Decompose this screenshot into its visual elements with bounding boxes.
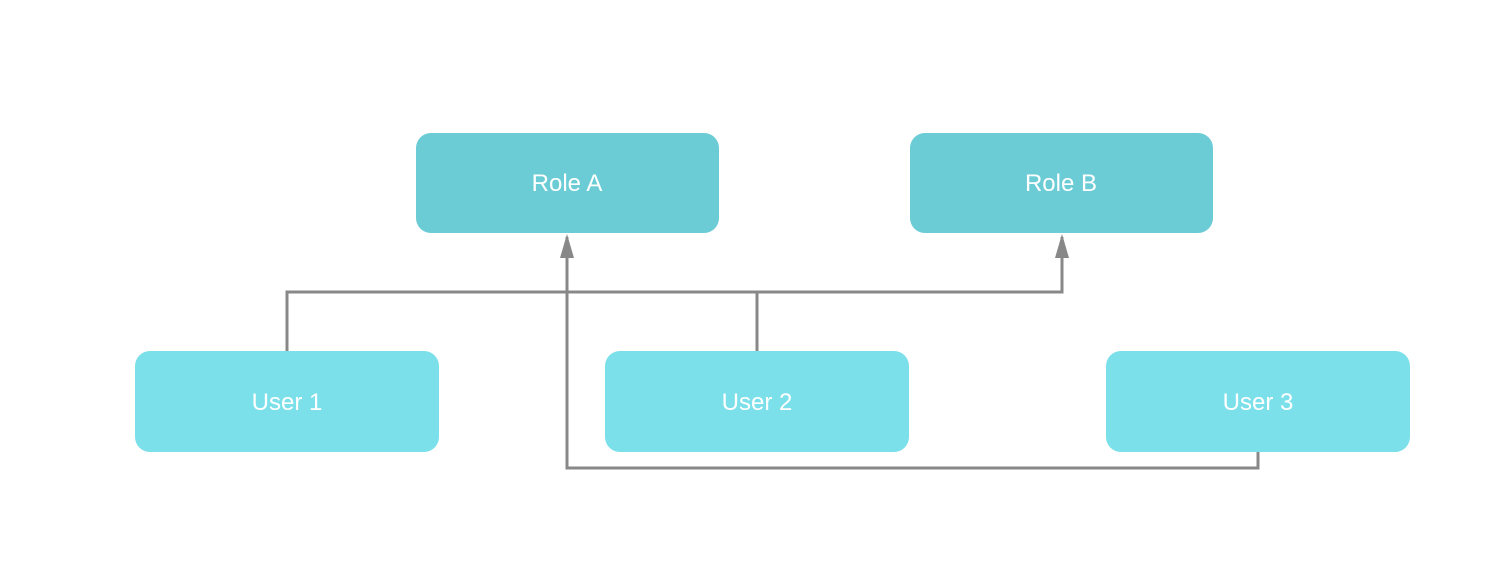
- node-role-b-label: Role B: [1025, 170, 1097, 197]
- edge-user3-to-rolea: [565, 237, 1260, 470]
- node-user-2-label: User 2: [722, 389, 793, 416]
- arrowhead-into-roleb-icon: [1055, 234, 1069, 258]
- edge-layer: [285, 234, 1260, 470]
- node-role-a-label: Role A: [532, 170, 603, 197]
- arrowhead-into-rolea-icon: [560, 234, 574, 258]
- node-role-a: [416, 133, 719, 233]
- node-user-3-label: User 3: [1223, 389, 1294, 416]
- node-user-1-label: User 1: [252, 389, 323, 416]
- label-layer: Role A Role B User 1 User 2 User 3: [252, 170, 1294, 416]
- node-layer: [135, 133, 1410, 452]
- node-role-b: [910, 133, 1213, 233]
- node-user-3: [1106, 351, 1410, 452]
- node-user-1: [135, 351, 439, 452]
- node-user-2: [605, 351, 909, 452]
- edge-user1-to-roleb: [285, 237, 1064, 351]
